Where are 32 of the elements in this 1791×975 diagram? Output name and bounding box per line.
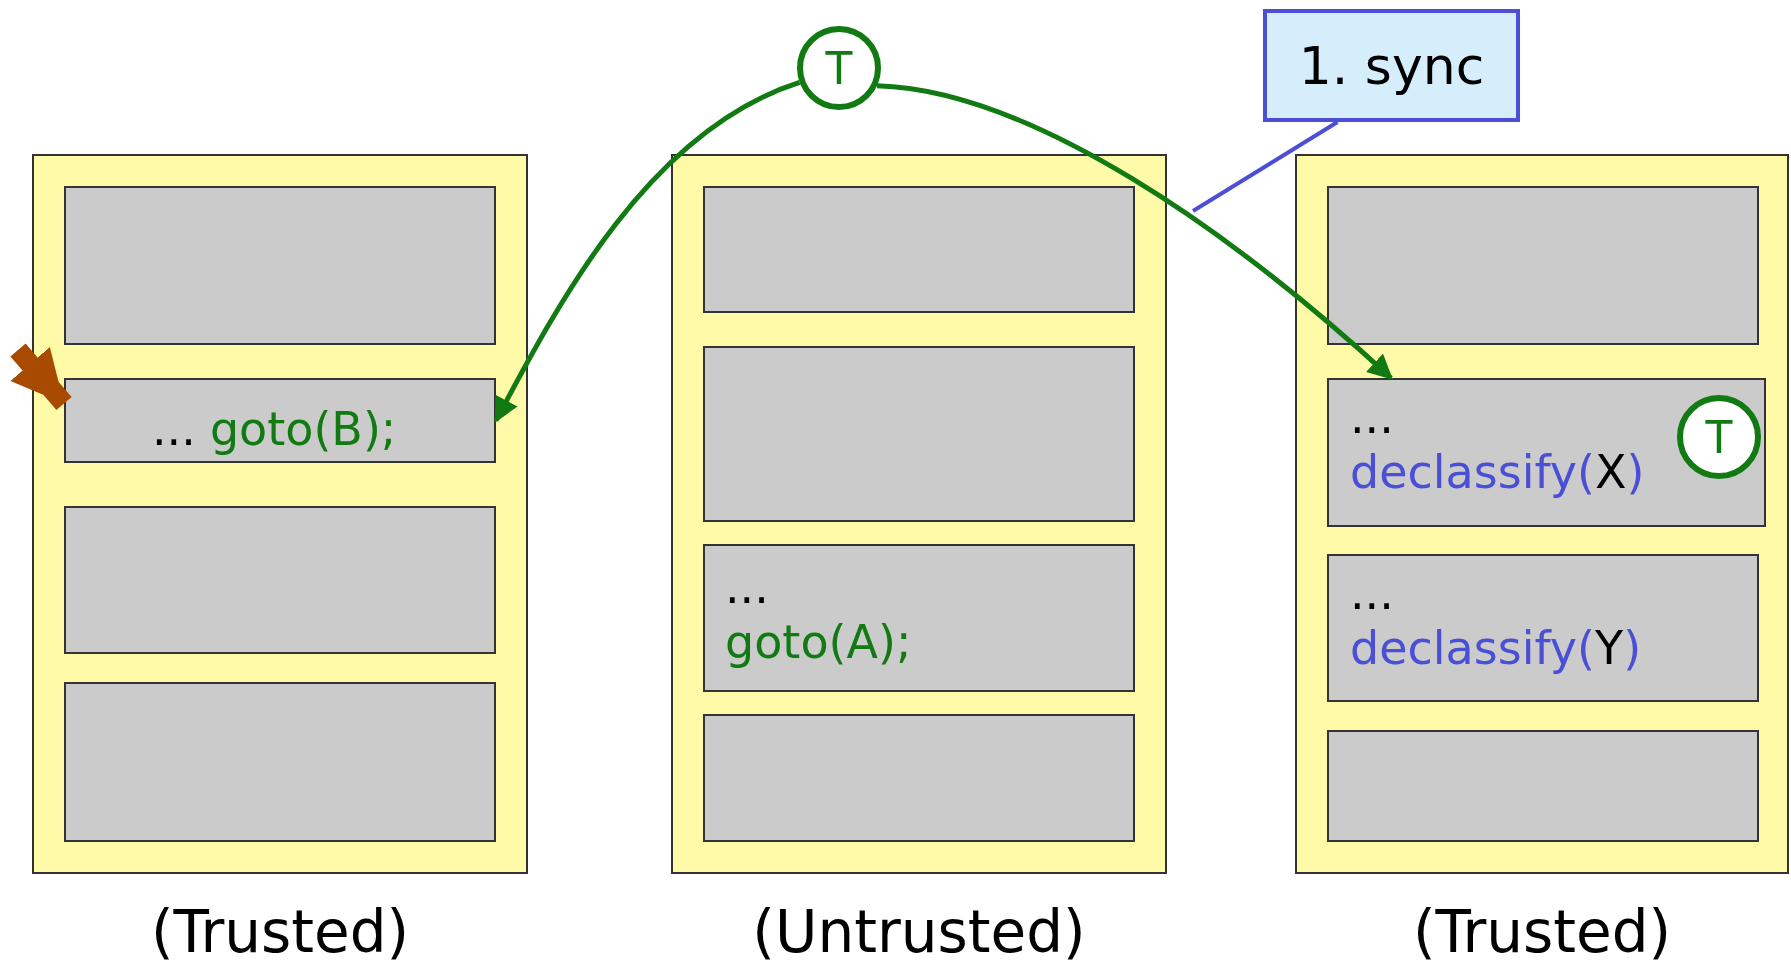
code-block: [64, 186, 496, 345]
panel: [32, 154, 528, 874]
token-circle: T: [797, 26, 881, 110]
code-block: [703, 186, 1135, 313]
code-block: [64, 682, 496, 842]
code-text: ...: [1350, 566, 1394, 622]
code-block: [64, 378, 496, 463]
arrow: [493, 80, 801, 423]
code-block: [64, 506, 496, 654]
panel-caption: (Trusted): [1411, 898, 1673, 966]
code-block: [1327, 186, 1759, 345]
code-block: [703, 346, 1135, 522]
code-text: declassify(X): [1350, 445, 1645, 501]
callout-box: 1. sync: [1263, 9, 1520, 122]
code-block: [703, 714, 1135, 842]
panel-caption: (Untrusted): [751, 898, 1087, 966]
code-text: ...: [725, 560, 769, 616]
block-arrow: [10, 343, 72, 411]
panel: [1295, 154, 1789, 874]
panel: [671, 154, 1167, 874]
panel-caption: (Trusted): [149, 898, 411, 966]
arrow: [876, 83, 1393, 380]
token-circle: T: [1677, 395, 1761, 479]
code-text: goto(A);: [725, 615, 912, 671]
code-text: ...: [152, 402, 196, 458]
code-block: [1327, 730, 1759, 842]
code-text: ...: [1350, 390, 1394, 446]
code-text: declassify(Y): [1350, 621, 1642, 677]
code-text: goto(B);: [209, 402, 397, 458]
code-block: [1327, 378, 1766, 527]
code-block: [1327, 554, 1759, 702]
code-block: [703, 544, 1135, 692]
